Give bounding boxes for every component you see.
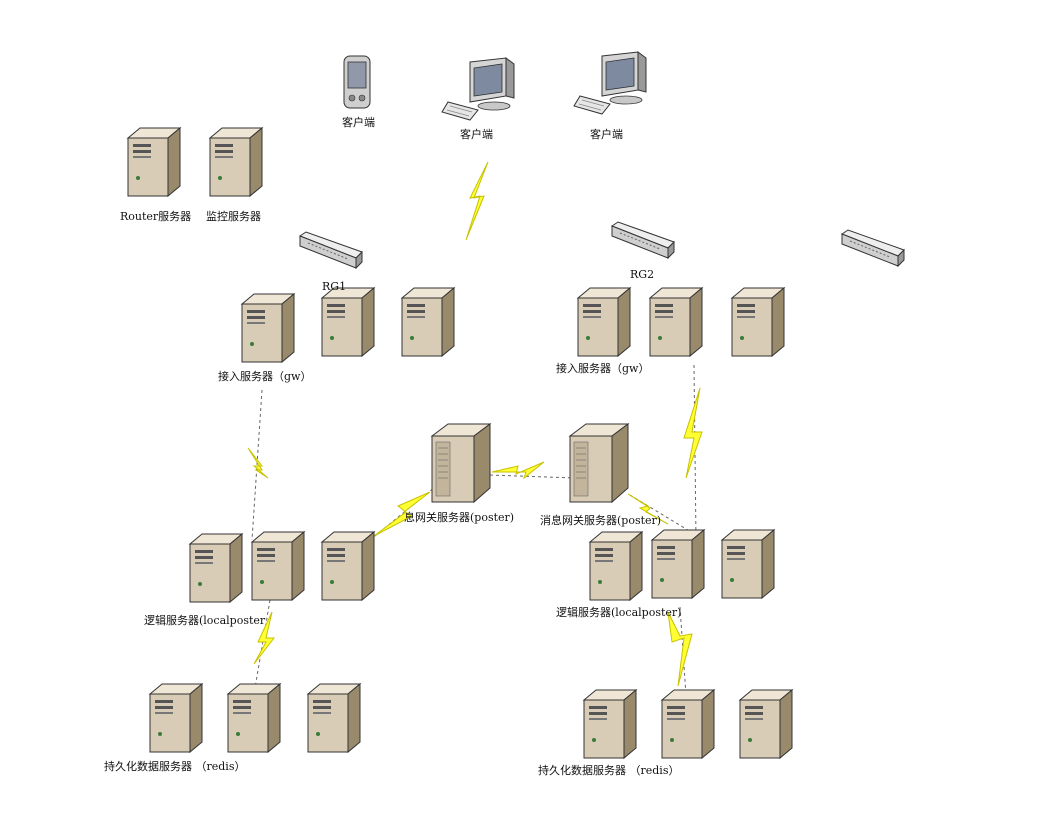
tower-server-icon	[649, 287, 703, 357]
tower-server-icon	[401, 287, 455, 357]
tower-server-icon	[189, 533, 243, 603]
poster-right-label: 消息网关服务器(poster)	[540, 514, 662, 527]
client-pc-label: 客户端	[590, 128, 623, 141]
tower-server-icon	[127, 127, 181, 197]
tower-server-icon	[241, 293, 295, 363]
tower-server-icon	[739, 689, 793, 759]
logic-left-label: 逻辑服务器(localposter	[144, 614, 266, 627]
desktop-computer-icon	[573, 51, 647, 115]
rg2-label: RG2	[630, 268, 655, 281]
tower-server-icon	[251, 531, 305, 601]
persist-left-label: 持久化数据服务器 （redis）	[104, 760, 246, 773]
lightning-link-icon	[683, 387, 703, 479]
lightning-link-icon	[465, 161, 489, 241]
tower-server-icon	[651, 529, 705, 599]
poster-left-label: 息网关服务器(poster)	[404, 511, 515, 524]
tower-server-icon	[583, 689, 637, 759]
lightning-link-icon	[627, 493, 669, 525]
monitor-server-label: 监控服务器	[206, 210, 261, 223]
switch-icon	[841, 229, 905, 267]
tower-server-icon	[149, 683, 203, 753]
tower-server-icon	[321, 287, 375, 357]
gw-left-label: 接入服务器（gw）	[218, 370, 312, 383]
tower-server-icon	[721, 529, 775, 599]
lightning-link-icon	[247, 447, 269, 479]
lightning-link-icon	[667, 611, 693, 687]
lightning-link-icon	[253, 611, 276, 665]
lightning-link-icon	[491, 461, 545, 480]
rack-server-icon	[569, 423, 629, 503]
tower-server-icon	[209, 127, 263, 197]
tower-server-icon	[227, 683, 281, 753]
desktop-computer-icon	[441, 57, 515, 121]
switch-icon	[299, 231, 363, 269]
logic-right-label: 逻辑服务器(localposter)	[556, 606, 682, 619]
tower-server-icon	[661, 689, 715, 759]
router-server-label: Router服务器	[120, 210, 192, 223]
tower-server-icon	[731, 287, 785, 357]
rack-server-icon	[431, 423, 491, 503]
persist-right-label: 持久化数据服务器 （redis）	[538, 764, 680, 777]
tower-server-icon	[577, 287, 631, 357]
client-pc-label: 客户端	[460, 128, 493, 141]
rg1-label: RG1	[322, 280, 347, 293]
client-phone-label: 客户端	[342, 116, 375, 129]
switch-icon	[611, 221, 675, 259]
tower-server-icon	[321, 531, 375, 601]
tower-server-icon	[589, 531, 643, 601]
connection-lines	[251, 364, 697, 696]
tower-server-icon	[307, 683, 361, 753]
pda-icon	[343, 55, 371, 109]
gw-right-label: 接入服务器（gw）	[556, 362, 650, 375]
